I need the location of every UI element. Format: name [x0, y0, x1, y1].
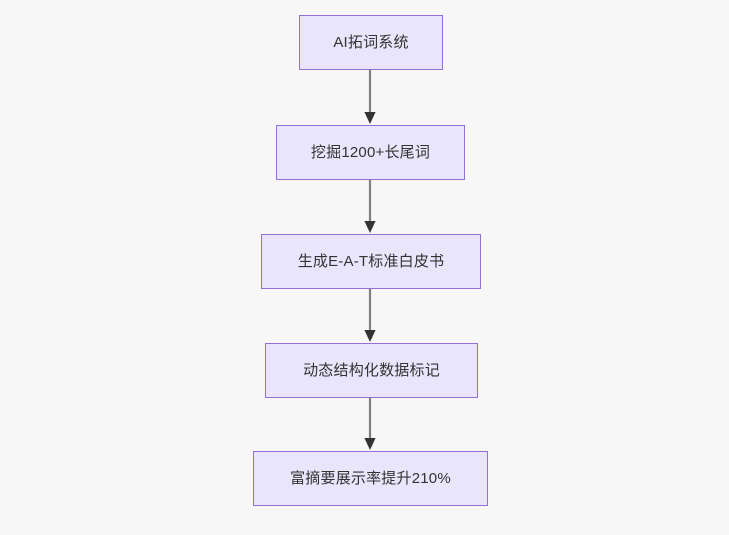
node-label: 富摘要展示率提升210%	[290, 469, 451, 487]
flowchart-node-ai-keyword-system[interactable]: AI拓词系统	[299, 15, 443, 70]
flowchart-node-dynamic-structured-data-markup[interactable]: 动态结构化数据标记	[265, 343, 478, 398]
node-label: AI拓词系统	[333, 33, 409, 51]
node-label: 挖掘1200+长尾词	[310, 143, 431, 161]
edge-n3-n4	[359, 288, 381, 343]
edge-n2-n3	[359, 180, 381, 234]
edge-n4-n5	[359, 397, 381, 451]
arrowhead-icon	[364, 438, 376, 450]
node-label: 生成E-A-T标准白皮书	[297, 252, 445, 270]
node-label: 动态结构化数据标记	[303, 361, 440, 379]
flowchart-node-mine-longtail-keywords[interactable]: 挖掘1200+长尾词	[276, 125, 465, 180]
arrowhead-icon	[364, 112, 376, 124]
arrowhead-icon	[364, 330, 376, 342]
edge-n1-n2	[359, 70, 381, 125]
arrowhead-icon	[364, 221, 376, 233]
flowchart-node-rich-snippet-impression-lift[interactable]: 富摘要展示率提升210%	[253, 451, 488, 506]
flowchart-node-generate-eat-whitepaper[interactable]: 生成E-A-T标准白皮书	[261, 234, 481, 289]
